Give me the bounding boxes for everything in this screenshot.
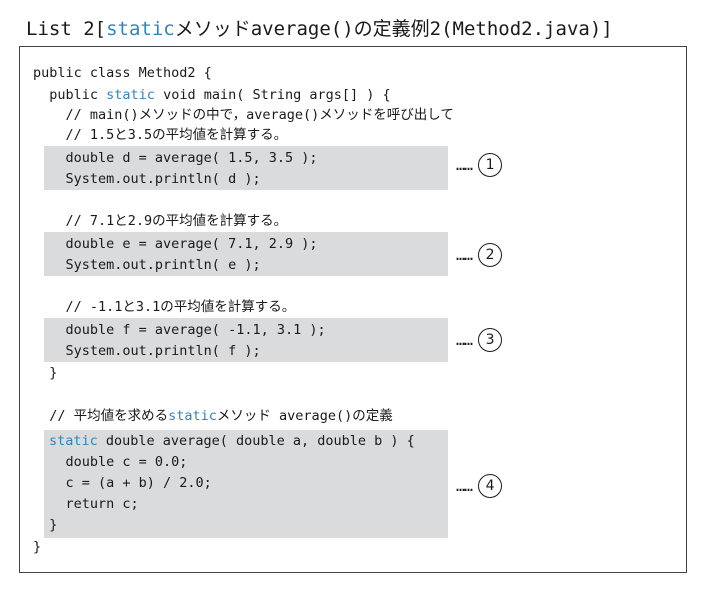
code-listing-box <box>19 46 687 573</box>
code-line: return c; <box>33 496 139 512</box>
title-prefix: List 2[ <box>26 18 107 40</box>
marker-1: ……1 <box>456 153 503 177</box>
code-comment: // 7.1と2.9の平均値を計算する。 <box>33 213 288 229</box>
title-keyword: static <box>106 18 175 40</box>
marker-2: ……2 <box>456 243 503 267</box>
code-line: double e = average( 7.1, 2.9 ); <box>33 236 318 252</box>
code-line: System.out.println( f ); <box>33 343 261 359</box>
code-line: double d = average( 1.5, 3.5 ); <box>33 150 318 166</box>
code-line: static double average( double a, double … <box>49 433 415 449</box>
title-suffix: メソッドaverage()の定義例2(Method2.java)] <box>174 18 613 40</box>
code-line: } <box>33 365 58 381</box>
highlight-block-4 <box>44 430 448 538</box>
code-comment: // -1.1と3.1の平均値を計算する。 <box>33 299 296 315</box>
code-line: System.out.println( d ); <box>33 171 261 187</box>
highlight-block-1 <box>44 146 448 190</box>
code-line: } <box>33 539 42 555</box>
code-line: } <box>33 517 58 533</box>
code-comment: // main()メソッドの中で，average()メソッドを呼び出して <box>33 107 454 123</box>
highlight-block-2 <box>44 232 448 276</box>
code-line: double c = 0.0; <box>33 454 188 470</box>
marker-4: ……4 <box>456 474 503 498</box>
code-line: double f = average( -1.1, 3.1 ); <box>33 322 326 338</box>
marker-3: ……3 <box>456 328 503 352</box>
code-comment: // 平均値を求めるstaticメソッド average()の定義 <box>33 408 393 424</box>
code-line: c = (a + b) / 2.0; <box>33 475 212 491</box>
listing-title: List 2[staticメソッドaverage()の定義例2(Method2.… <box>26 14 613 41</box>
code-line: public static void main( String args[] )… <box>33 87 391 103</box>
code-comment: // 1.5と3.5の平均値を計算する。 <box>33 127 288 143</box>
code-line: public class Method2 { <box>33 65 212 81</box>
code-line: System.out.println( e ); <box>33 257 261 273</box>
highlight-block-3 <box>44 318 448 362</box>
